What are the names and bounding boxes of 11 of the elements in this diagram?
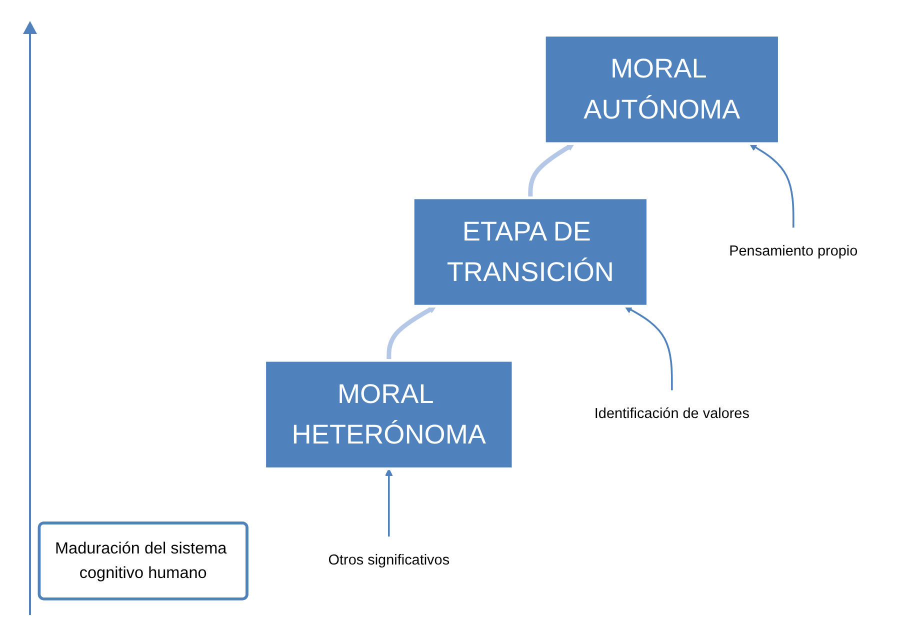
arrow bbox=[624, 306, 673, 391]
arrow bbox=[384, 468, 393, 537]
node-box: MORAL AUTÓNOMA bbox=[543, 34, 781, 146]
node-box: MORAL HETERÓNOMA bbox=[263, 360, 514, 471]
node-text: Otros significativos bbox=[328, 553, 450, 569]
node-text: Identificación de valores bbox=[594, 406, 750, 422]
node-text: Pensamiento propio bbox=[729, 244, 858, 260]
arrow bbox=[528, 144, 575, 198]
arrow bbox=[386, 306, 436, 361]
node-box: ETAPA DE TRANSICIÓN bbox=[412, 196, 650, 308]
arrow bbox=[749, 144, 794, 228]
